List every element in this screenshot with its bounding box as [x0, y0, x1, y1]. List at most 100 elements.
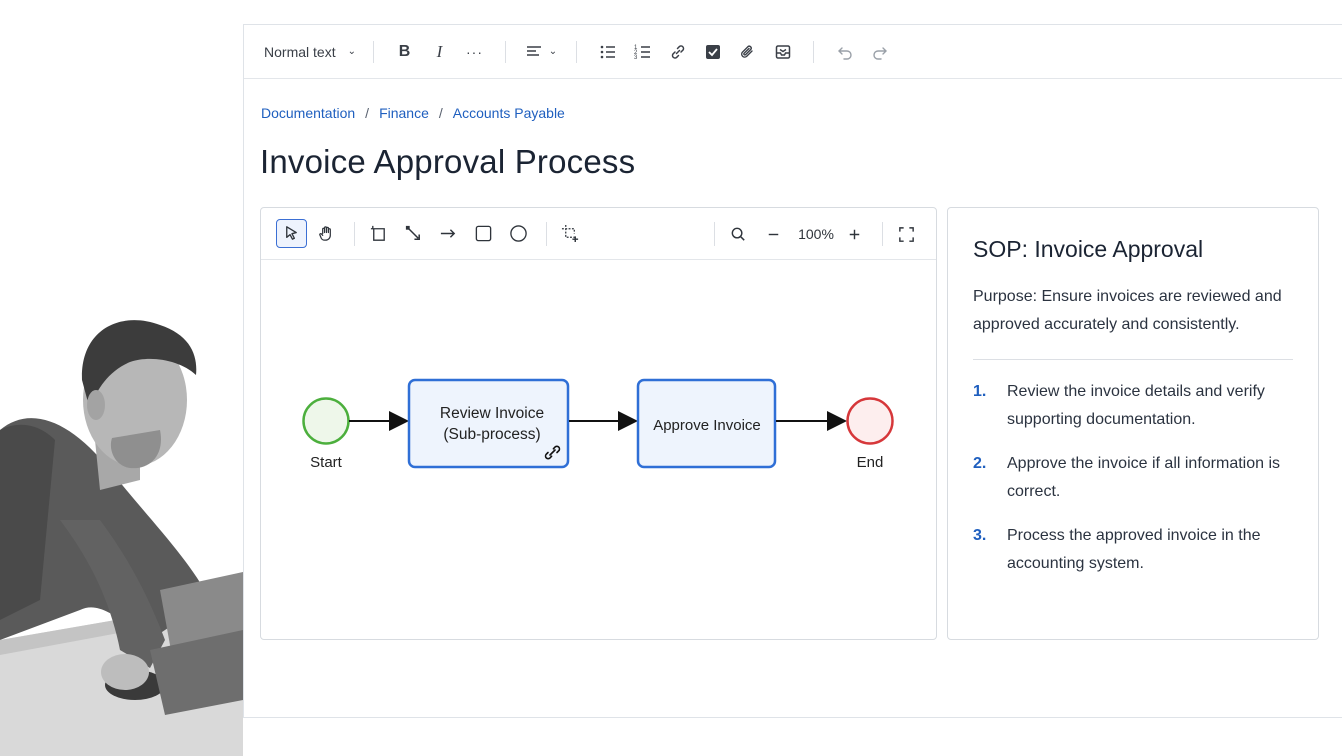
circle-tool-button[interactable]	[503, 219, 534, 248]
more-icon: ···	[466, 43, 483, 60]
align-button[interactable]: ⌄	[519, 37, 563, 67]
page-title: Invoice Approval Process	[260, 143, 636, 180]
step-number: 1.	[973, 383, 987, 400]
fullscreen-icon	[899, 226, 914, 242]
zoom-in-button[interactable]	[839, 220, 870, 249]
connector-tool-button[interactable]	[398, 219, 429, 248]
person-photo	[0, 0, 243, 756]
sop-panel: SOP: Invoice Approval Purpose: Ensure in…	[947, 207, 1319, 640]
redo-button[interactable]	[862, 37, 897, 67]
approve-invoice-task[interactable]: Approve Invoice	[636, 378, 777, 469]
end-label: End	[857, 454, 884, 471]
review-invoice-box	[407, 378, 570, 469]
review-invoice-task[interactable]: Review Invoice (Sub-process)	[407, 378, 570, 469]
step-text: Review the invoice details and verify su…	[1007, 383, 1265, 428]
crop-add-icon	[561, 224, 579, 243]
plus-icon	[849, 229, 860, 239]
toolbar-divider	[354, 221, 355, 246]
end-event[interactable]: End	[846, 397, 894, 472]
link-icon	[544, 445, 561, 460]
approve-invoice-box	[636, 378, 777, 469]
toolbar-divider	[813, 40, 814, 63]
approve-invoice-label: Approve Invoice	[653, 417, 761, 434]
svg-text:2: 2	[634, 50, 638, 56]
undo-button[interactable]	[827, 37, 862, 67]
toolbar-divider	[882, 222, 883, 246]
pointer-icon	[286, 226, 297, 240]
breadcrumb-separator: /	[365, 105, 370, 121]
zoom-out-button[interactable]	[758, 220, 789, 249]
task-checkbox-button[interactable]	[695, 37, 730, 67]
toolbar-divider	[576, 40, 577, 63]
process-flow-diagram: Start Review Invoice (Sub-process)	[302, 378, 894, 472]
numbered-list-icon: 123	[634, 45, 650, 61]
sop-step: 2. Approve the invoice if all informatio…	[973, 450, 1293, 506]
toolbar-divider	[546, 221, 547, 246]
bullet-list-button[interactable]	[590, 37, 625, 67]
person-illustration	[0, 0, 243, 756]
chevron-down-icon: ⌄	[347, 46, 356, 57]
rectangle-icon	[475, 225, 492, 242]
start-label: Start	[310, 454, 343, 471]
search-icon	[731, 227, 745, 241]
undo-icon	[837, 46, 852, 60]
inbox-button[interactable]	[765, 37, 800, 67]
attachment-button[interactable]	[730, 37, 765, 67]
sop-purpose: Purpose: Ensure invoices are reviewed an…	[973, 288, 1282, 333]
frame-tool-button[interactable]	[363, 219, 394, 248]
toolbar-divider	[505, 40, 506, 63]
arrow-right-icon	[440, 229, 456, 238]
start-event-circle	[302, 397, 350, 445]
diagram-toolbar: 100%	[261, 208, 936, 260]
fullscreen-button[interactable]	[891, 220, 922, 249]
attachment-icon	[740, 45, 753, 58]
step-text: Process the approved invoice in the acco…	[1007, 527, 1261, 572]
crop-tool-button[interactable]	[555, 219, 586, 248]
toolbar-divider	[373, 40, 374, 63]
more-formatting-button[interactable]: ···	[457, 37, 492, 67]
text-style-label: Normal text	[264, 43, 336, 60]
bullet-list-icon	[600, 45, 615, 58]
breadcrumb-link-documentation[interactable]: Documentation	[261, 105, 356, 121]
italic-icon: I	[436, 41, 443, 61]
zoom-controls: 100%	[706, 208, 926, 260]
svg-text:3: 3	[634, 55, 638, 61]
end-event-circle	[846, 397, 894, 445]
step-number: 3.	[973, 527, 987, 544]
step-number: 2.	[973, 455, 987, 472]
breadcrumb: Documentation / Finance / Accounts Payab…	[261, 105, 565, 121]
inbox-icon	[775, 44, 790, 59]
italic-button[interactable]: I	[422, 37, 457, 67]
bold-button[interactable]: B	[387, 37, 422, 67]
rectangle-tool-button[interactable]	[468, 219, 499, 248]
diagram-canvas[interactable]: Start Review Invoice (Sub-process)	[261, 260, 936, 639]
checkbox-icon	[705, 44, 720, 59]
search-button[interactable]	[723, 220, 754, 249]
chevron-down-icon: ⌄	[548, 46, 558, 57]
frame-icon	[370, 225, 385, 241]
link-button[interactable]	[660, 37, 695, 67]
select-tool-button[interactable]	[276, 219, 307, 248]
review-invoice-label: Review Invoice	[440, 405, 544, 422]
pan-tool-button[interactable]	[311, 219, 342, 248]
text-style-dropdown[interactable]: Normal text ⌄	[260, 37, 360, 67]
review-invoice-sublabel: (Sub-process)	[443, 426, 540, 443]
align-left-icon	[526, 45, 541, 56]
zoom-level: 100%	[798, 226, 834, 242]
link-icon	[671, 44, 684, 59]
toolbar-divider	[714, 222, 715, 246]
sop-divider	[973, 359, 1293, 360]
redo-icon	[872, 46, 887, 60]
breadcrumb-link-accounts-payable[interactable]: Accounts Payable	[452, 105, 565, 121]
arrow-tool-button[interactable]	[433, 219, 464, 248]
bold-icon: B	[398, 42, 411, 60]
connector-icon	[405, 225, 420, 240]
start-event[interactable]: Start	[302, 397, 350, 472]
circle-icon	[510, 225, 527, 242]
breadcrumb-link-finance[interactable]: Finance	[379, 105, 429, 121]
breadcrumb-separator: /	[438, 105, 443, 121]
svg-text:1: 1	[634, 45, 638, 51]
step-text: Approve the invoice if all information i…	[1007, 455, 1281, 500]
